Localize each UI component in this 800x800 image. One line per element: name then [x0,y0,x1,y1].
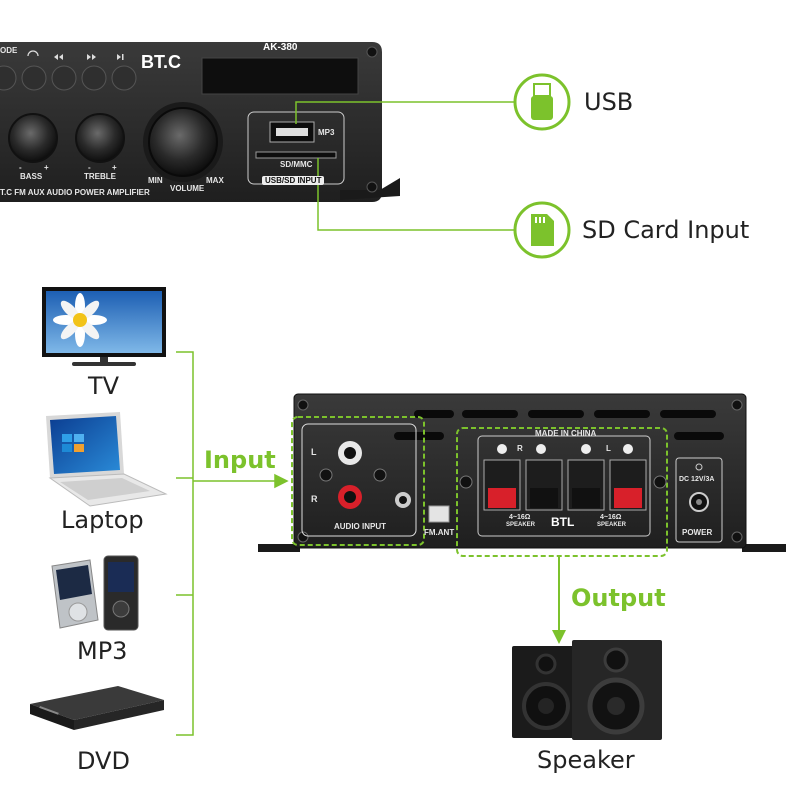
btl-label: BTL [551,515,575,529]
sd-callout-icon [513,201,571,259]
input-bracket [176,351,289,736]
dvd-label: DVD [77,747,130,775]
usb-mp3-label: MP3 [318,128,335,137]
impedance-left-label: 4~16Ω [509,514,531,521]
model-label: AK-380 [263,42,298,53]
fm-ant-label: FM.ANT [424,528,455,537]
speaker-left-word: SPEAKER [506,522,536,528]
speaker-l-label: L [606,444,611,453]
sd-mmc-label: SD/MMC [280,160,313,169]
panel-footer-text: T.C FM AUX AUDIO POWER AMPLIFIER [0,188,150,197]
tv-image [42,287,166,366]
bass-minus: - [19,163,22,172]
bass-label: BASS [20,172,43,181]
output-arrow [552,556,566,644]
usb-callout-icon [513,73,571,131]
output-flow-label: Output [571,584,666,612]
input-flow-label: Input [204,446,276,474]
dvd-image [30,686,164,730]
treble-label: TREBLE [84,172,116,181]
front-panel [0,42,400,202]
made-in-china-label: MADE IN CHINA [535,429,597,438]
speaker-image [512,640,662,740]
usb-callout-label: USB [584,88,634,116]
speaker-label: Speaker [537,746,635,774]
rca-l-label: L [311,447,317,457]
laptop-image [46,412,168,507]
mp3-image [51,555,139,631]
usb-sd-input-label: USB/SD INPUT [262,176,325,185]
bass-plus: + [44,163,49,172]
mode-text: ODE [0,46,18,55]
volume-label: VOLUME [170,184,205,193]
audio-input-label: AUDIO INPUT [334,522,386,531]
speaker-right-word: SPEAKER [597,522,627,528]
sd-card-callout-label: SD Card Input [582,216,750,244]
rca-r-label: R [311,494,318,504]
impedance-right-label: 4~16Ω [600,514,622,521]
speaker-r-label: R [517,444,523,453]
rear-panel [258,393,786,557]
treble-minus: - [88,163,91,172]
volume-min-label: MIN [148,176,163,185]
volume-max-label: MAX [206,176,224,185]
treble-plus: + [112,163,117,172]
brand-logo: BT.C [141,52,181,72]
power-label: POWER [682,528,713,537]
dc-rating-label: DC 12V/3A [679,476,715,483]
laptop-label: Laptop [61,506,144,534]
tv-label: TV [88,372,120,400]
mp3-label: MP3 [77,637,128,665]
